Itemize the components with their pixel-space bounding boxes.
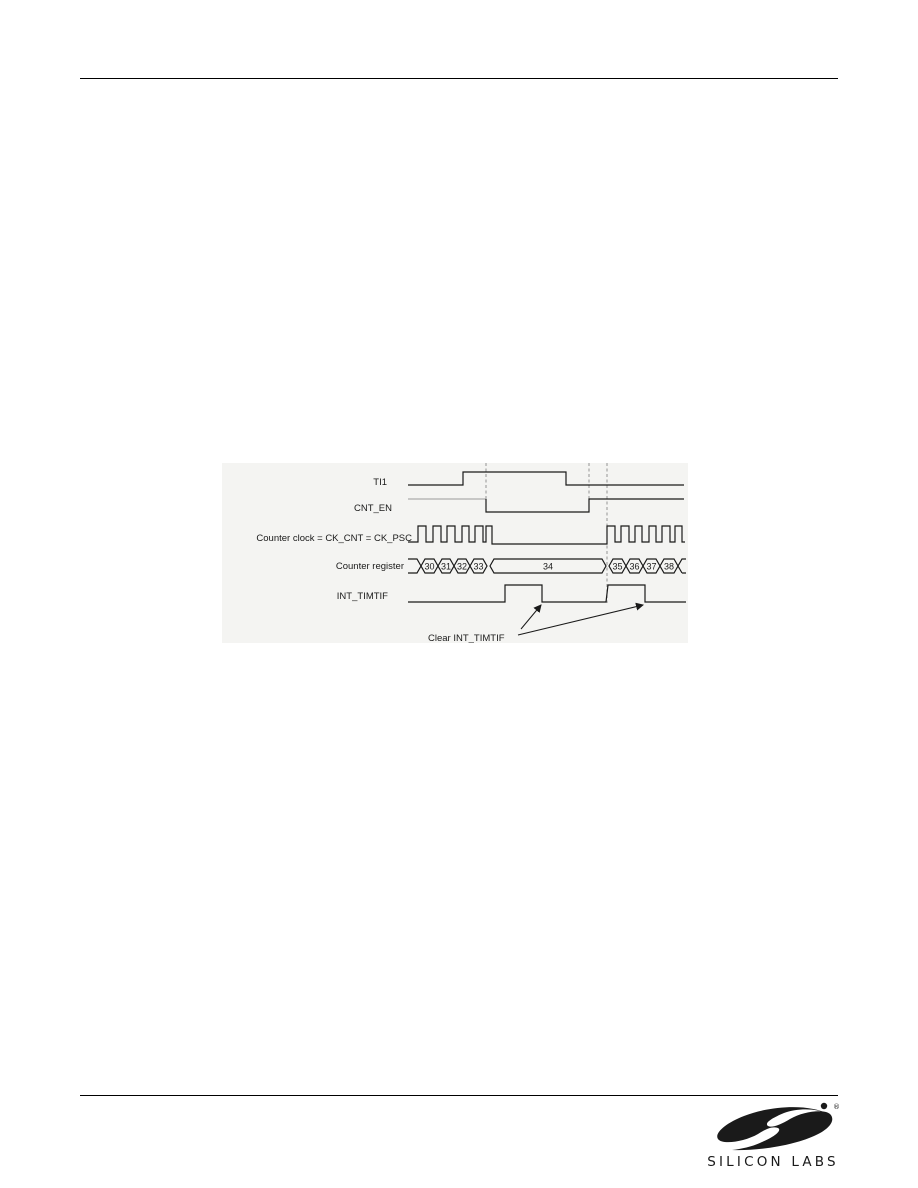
counter-value-36: 36 — [629, 562, 639, 572]
counter-register-label: Counter register — [336, 561, 404, 572]
counter-value-38: 38 — [664, 562, 674, 572]
footer-rule — [80, 1095, 838, 1096]
int-timtif-waveform — [408, 584, 686, 603]
clear-arrow-right — [517, 602, 644, 636]
bus-segment-34 — [489, 558, 607, 574]
clear-annotation: Clear INT_TIMTIF — [428, 633, 505, 643]
ti1-waveform — [408, 471, 684, 486]
counter-clock-waveform — [408, 525, 685, 545]
registered-mark: ® — [833, 1103, 840, 1111]
counter-value-34: 34 — [543, 562, 553, 572]
silicon-labs-logo: ® SILICON LABS — [706, 1102, 840, 1170]
timing-diagram: TI1 CNT_EN Counter clock = CK_CNT = CK_P… — [222, 463, 688, 643]
counter-value-31: 31 — [441, 562, 451, 572]
counter-register-bus: 30 31 32 33 34 35 36 37 38 — [408, 558, 686, 574]
cnt-en-waveform — [485, 498, 684, 513]
counter-value-33: 33 — [473, 562, 483, 572]
ti1-label: TI1 — [373, 477, 387, 488]
counter-value-30: 30 — [424, 562, 434, 572]
logo-mark-icon: ® — [717, 1102, 840, 1151]
int-timtif-label: INT_TIMTIF — [337, 591, 388, 602]
header-rule — [80, 78, 838, 79]
counter-clock-label: Counter clock = CK_CNT = CK_PSC — [256, 533, 412, 544]
logo-text: SILICON LABS — [707, 1154, 839, 1170]
counter-value-37: 37 — [646, 562, 656, 572]
clear-arrow-left — [520, 604, 542, 630]
counter-value-35: 35 — [612, 562, 622, 572]
counter-value-32: 32 — [457, 562, 467, 572]
cnt-en-label: CNT_EN — [354, 503, 392, 514]
bus-segment-start — [408, 558, 422, 574]
bus-segment-end — [677, 558, 686, 574]
bus-segment-33 — [469, 558, 488, 574]
